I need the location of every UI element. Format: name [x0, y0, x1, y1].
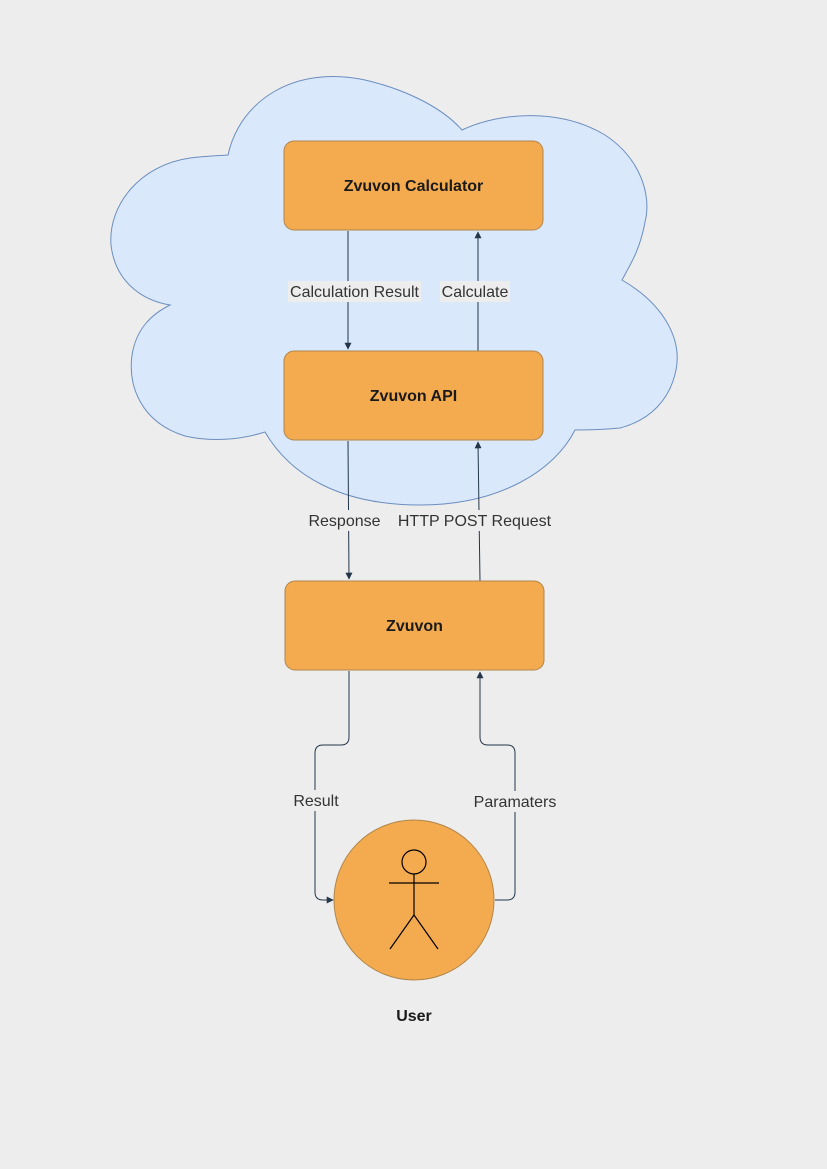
edge-label-http-post-request-text: HTTP POST Request	[398, 513, 552, 530]
node-zvuvon-label: Zvuvon	[386, 618, 443, 635]
edge-result[interactable]	[314, 671, 350, 904]
edge-label-response-text: Response	[308, 513, 380, 530]
edge-label-calculate: Calculate	[440, 281, 510, 302]
edge-label-result: Result	[290, 790, 342, 811]
node-user[interactable]: User	[333, 819, 495, 1025]
edge-label-response: Response	[306, 510, 384, 531]
edge-paramaters[interactable]	[476, 671, 516, 901]
node-user-label: User	[396, 1008, 432, 1025]
edge-label-http-post-request: HTTP POST Request	[396, 510, 554, 531]
edge-label-result-text: Result	[293, 793, 339, 810]
node-zvuvon-api[interactable]: Zvuvon API	[283, 350, 544, 441]
edge-label-calculation-result-text: Calculation Result	[290, 284, 420, 301]
edge-label-paramaters-text: Paramaters	[474, 794, 557, 811]
edge-label-calculate-text: Calculate	[442, 284, 509, 301]
node-zvuvon-api-label: Zvuvon API	[370, 388, 457, 405]
node-zvuvon[interactable]: Zvuvon	[284, 580, 545, 671]
edge-label-calculation-result: Calculation Result	[288, 281, 421, 302]
node-zvuvon-calculator-label: Zvuvon Calculator	[344, 178, 484, 195]
stick-figure-actor-icon	[389, 849, 439, 950]
node-zvuvon-calculator[interactable]: Zvuvon Calculator	[283, 140, 544, 231]
edge-label-paramaters: Paramaters	[471, 791, 559, 812]
